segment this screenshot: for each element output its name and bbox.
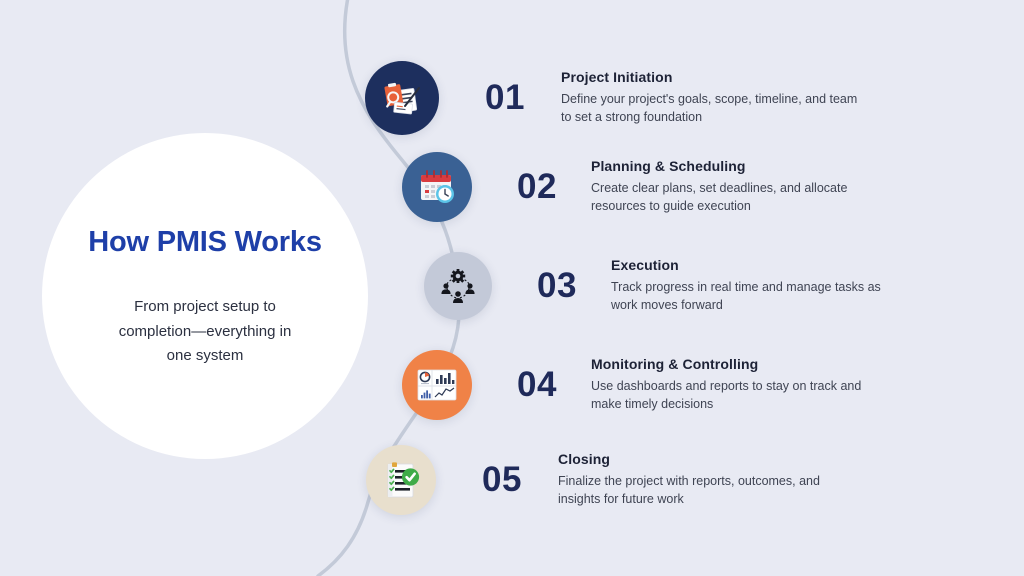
step-item-02: 02 Planning & Scheduling Create clear pl…	[402, 152, 881, 222]
step-item-05: 05 Closing Finalize the project with rep…	[366, 445, 858, 515]
step-text-03: Execution Track progress in real time an…	[611, 257, 901, 315]
step-item-01: 01 Project Initiation Define your projec…	[365, 61, 861, 135]
step-heading-04: Monitoring & Controlling	[591, 356, 759, 373]
step-number-02: 02	[517, 167, 557, 206]
step-badge-01	[365, 61, 439, 135]
step-item-03: 03 Execution Track progress in real time…	[424, 252, 901, 320]
step-description-01: Define your project's goals, scope, time…	[561, 92, 858, 124]
step-text-04: Monitoring & Controlling Use dashboards …	[591, 356, 891, 414]
step-text-05: Closing Finalize the project with report…	[558, 451, 858, 509]
step-heading-03: Execution	[611, 257, 679, 274]
step-badge-04	[402, 350, 472, 420]
dashboard-charts-icon	[417, 369, 457, 401]
page-title: How PMIS Works	[88, 225, 322, 258]
step-number-04: 04	[517, 365, 557, 404]
clipboard-magnifier-icon	[384, 82, 420, 115]
calendar-clock-icon	[421, 170, 454, 203]
checklist-complete-icon	[387, 462, 420, 498]
hero-subtitle: From project setup to completion—everyth…	[118, 298, 292, 364]
step-description-03: Track progress in real time and manage t…	[611, 280, 881, 312]
step-badge-02	[402, 152, 472, 222]
step-description-04: Use dashboards and reports to stay on tr…	[591, 379, 862, 411]
step-description-05: Finalize the project with reports, outco…	[558, 474, 820, 506]
step-item-04: 04 Monitoring & Controlling Use dashboar…	[402, 350, 891, 420]
step-badge-03	[424, 252, 492, 320]
step-text-01: Project Initiation Define your project's…	[561, 69, 861, 127]
hero-circle: How PMIS Works From project setup to com…	[42, 133, 368, 459]
step-heading-02: Planning & Scheduling	[591, 158, 746, 175]
step-description-02: Create clear plans, set deadlines, and a…	[591, 181, 848, 213]
step-number-01: 01	[485, 78, 525, 117]
step-number-03: 03	[537, 266, 577, 305]
gear-team-network-icon	[441, 269, 475, 303]
step-heading-01: Project Initiation	[561, 69, 673, 86]
step-text-02: Planning & Scheduling Create clear plans…	[591, 158, 881, 216]
step-heading-05: Closing	[558, 451, 611, 468]
step-number-05: 05	[482, 460, 522, 499]
step-badge-05	[366, 445, 436, 515]
